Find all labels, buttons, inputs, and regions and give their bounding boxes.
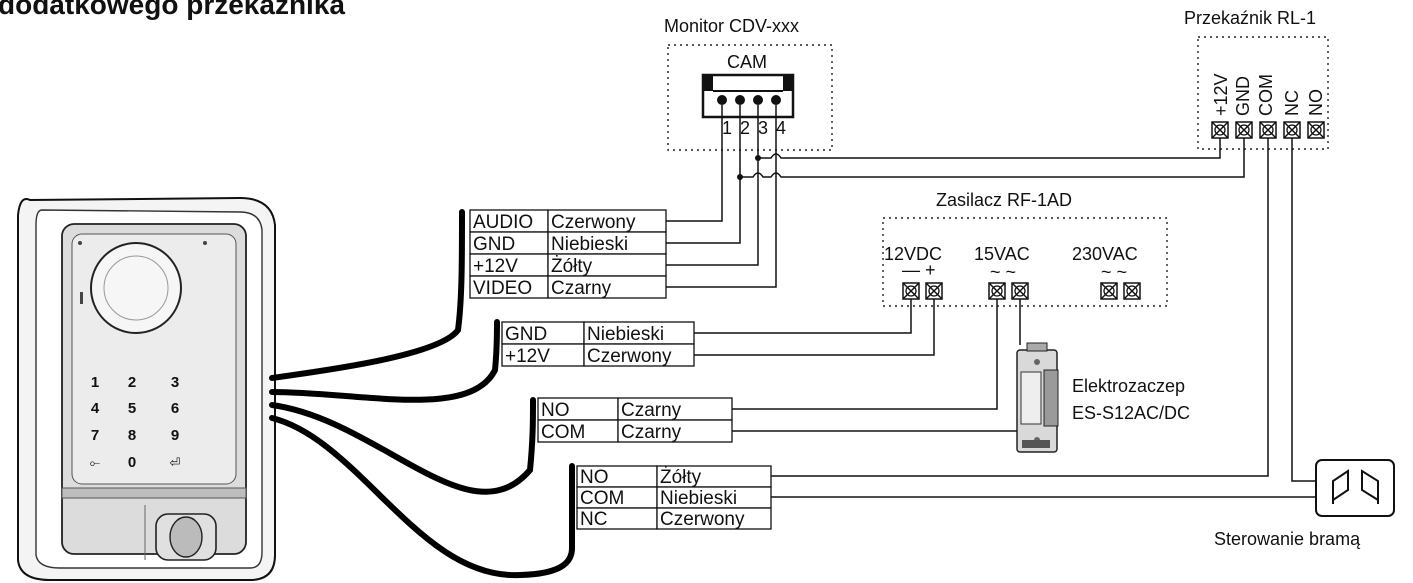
gate-row-2-signal: COM [580, 488, 624, 509]
key-6: 6 [171, 400, 179, 417]
monitor-label: Monitor CDV-xxx [664, 16, 799, 36]
psu-label: Zasilacz RF-1AD [936, 190, 1072, 210]
gate-relay-table: NO Żółty COM Niebieski NC Czerwony [576, 465, 772, 530]
relay-terminal-nc: NC [1282, 90, 1302, 116]
monitor-cdv: Monitor CDV-xxx CAM 1 2 3 4 [664, 16, 833, 151]
cam-connector [701, 73, 795, 119]
relay-terminal-12v: +12V [1211, 73, 1231, 116]
key-enter-icon: ⏎ [170, 455, 181, 470]
video-row-4-color: Czarny [551, 278, 612, 299]
lock-row-2-signal: COM [541, 422, 585, 443]
psu-15vac-label: 15VAC [974, 244, 1030, 264]
key-4: 4 [91, 400, 100, 417]
panel-cables [269, 209, 576, 579]
gate-row-1-signal: NO [580, 467, 609, 488]
video-row-4-signal: VIDEO [473, 278, 532, 299]
relay-terminal-gnd: GND [1233, 76, 1253, 116]
power-row-1-signal: GND [505, 324, 547, 345]
gate-label: Sterowanie bramą [1214, 529, 1361, 549]
key-3: 3 [171, 374, 179, 391]
lock-label: Elektrozaczep [1072, 376, 1185, 396]
key-0: 0 [128, 454, 136, 471]
power-row-2-color: Czerwony [587, 346, 672, 367]
gate-icon [1332, 469, 1379, 504]
lock-model: ES-S12AC/DC [1072, 403, 1190, 423]
gate-row-3-color: Czerwony [660, 509, 745, 530]
video-row-1-color: Czerwony [551, 212, 636, 233]
relay-terminal-no: NO [1306, 89, 1326, 116]
relay-label: Przekaźnik RL-1 [1184, 8, 1316, 28]
gate-control: Sterowanie bramą [1214, 459, 1395, 549]
power-cable-table: GND Niebieski +12V Czerwony [501, 321, 695, 367]
video-row-1-signal: AUDIO [473, 212, 533, 233]
cam-connector-label: CAM [727, 52, 767, 72]
power-row-1-color: Niebieski [587, 324, 664, 345]
psu-230vac-label: 230VAC [1072, 244, 1138, 264]
wiring [666, 105, 1316, 498]
gate-row-2-color: Niebieski [660, 488, 737, 509]
key-5: 5 [128, 400, 136, 417]
psu-12vdc-signs: — + [902, 260, 936, 280]
power-row-2-signal: +12V [505, 346, 550, 367]
relay-terminal-block [1211, 121, 1325, 139]
key-1: 1 [91, 374, 99, 391]
key-back-icon: ⟜ [90, 455, 100, 470]
cam-pin-1: 1 [722, 118, 732, 138]
lock-row-1-color: Czarny [621, 400, 682, 421]
keypad: 1 2 3 4 5 6 7 8 9 ⟜ 0 ⏎ [90, 374, 181, 471]
psu-230vac-signs: ~ ~ [1101, 262, 1127, 282]
relay-terminal-com: COM [1256, 74, 1276, 116]
psu-15vac-signs: ~ ~ [990, 262, 1016, 282]
lock-row-2-color: Czarny [621, 422, 682, 443]
key-7: 7 [91, 427, 99, 444]
key-9: 9 [171, 427, 179, 444]
video-row-3-color: Żółty [551, 256, 593, 277]
psu-12vdc-label: 12VDC [884, 244, 942, 264]
key-2: 2 [128, 374, 136, 391]
cam-pin-4: 4 [776, 118, 786, 138]
lock-row-1-signal: NO [541, 400, 570, 421]
relay-rl1: Przekaźnik RL-1 +12V GND COM NC NO [1184, 8, 1329, 150]
relay-outline [1197, 36, 1329, 150]
key-8: 8 [128, 427, 136, 444]
gate-box [1315, 459, 1395, 517]
door-station: 1 2 3 4 5 6 7 8 9 ⟜ 0 ⏎ [17, 196, 276, 581]
cam-pin-3: 3 [758, 118, 768, 138]
power-supply-rf1ad: Zasilacz RF-1AD 12VDC — + 15VAC ~ ~ 230V… [882, 190, 1168, 307]
video-row-2-signal: GND [473, 234, 515, 255]
diagram-title: dodatkowego przekaźnika [0, 0, 345, 20]
video-row-2-color: Niebieski [551, 234, 628, 255]
electric-strike: Elektrozaczep ES-S12AC/DC [1016, 342, 1190, 453]
gate-row-1-color: Żółty [660, 467, 702, 488]
video-cable-table: AUDIO Czerwony GND Niebieski +12V Żółty … [469, 209, 667, 299]
monitor-outline [667, 44, 833, 151]
lock-relay-table: NO Czarny COM Czarny [537, 397, 733, 443]
gate-row-3-signal: NC [580, 509, 607, 530]
cam-pin-2: 2 [740, 118, 750, 138]
video-row-3-signal: +12V [473, 256, 518, 277]
psu-terminals [902, 282, 1141, 300]
